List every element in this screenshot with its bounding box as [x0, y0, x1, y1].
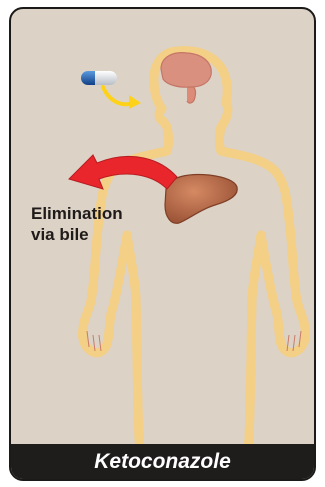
drug-name: Ketoconazole: [94, 450, 231, 474]
human-body: [83, 51, 306, 481]
elimination-arrow-icon: [69, 155, 177, 189]
drug-card: Elimination via bile Ketoconazole: [9, 7, 316, 481]
capsule-icon: [81, 71, 117, 85]
body-diagram: [11, 9, 316, 481]
elimination-label-line-1: Elimination: [31, 203, 123, 224]
brain-icon: [161, 53, 211, 88]
liver-icon: [165, 175, 237, 224]
elimination-label: Elimination via bile: [31, 203, 123, 245]
ingestion-arrow-icon: [103, 87, 133, 104]
elimination-label-line-2: via bile: [31, 224, 123, 245]
drug-name-banner: Ketoconazole: [11, 444, 314, 479]
